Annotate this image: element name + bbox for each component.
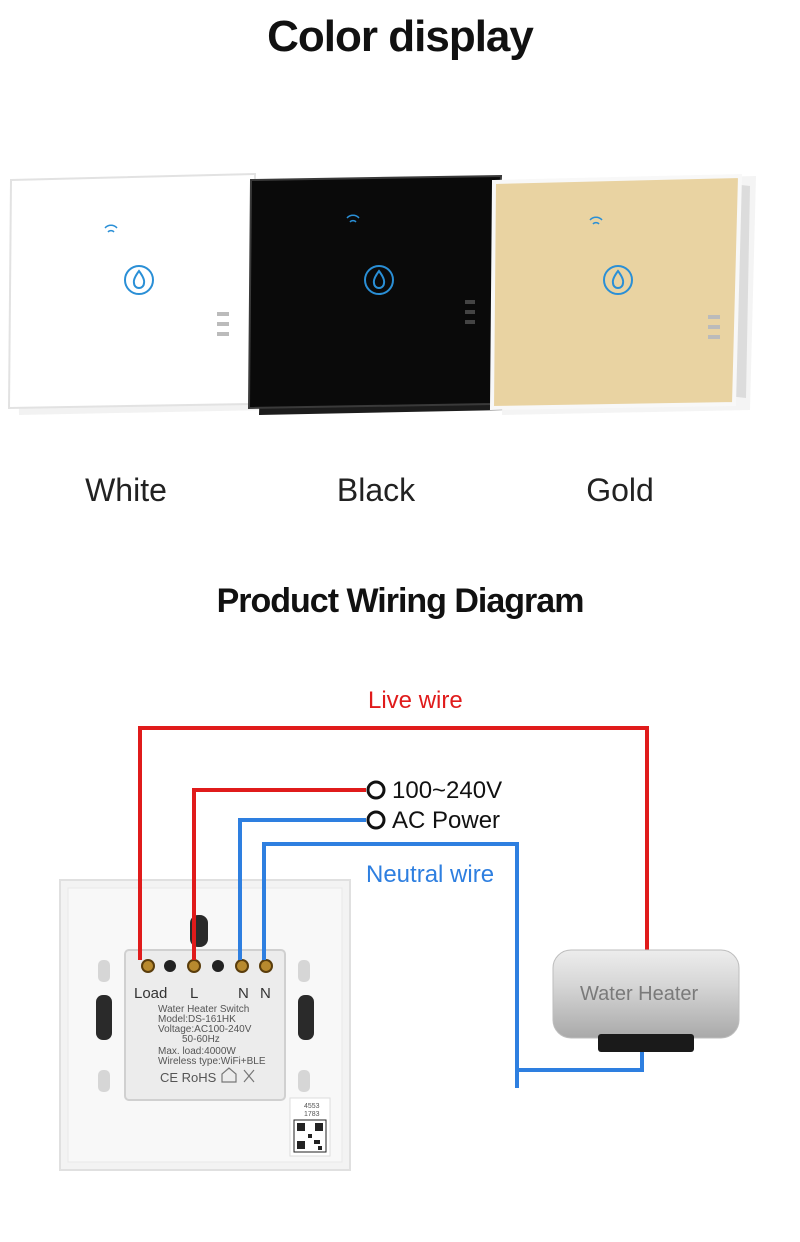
wiring-diagram-title: Product Wiring Diagram	[216, 582, 585, 620]
switch-module	[124, 949, 286, 1101]
power-type-label: AC Power	[392, 807, 500, 834]
power-terminal-neutral	[366, 810, 386, 830]
water-drop-button-icon	[364, 265, 394, 295]
variant-label-black: Black	[336, 472, 416, 508]
terminal-label-load: Load	[134, 985, 167, 1002]
neutral-wire-label: Neutral wire	[366, 861, 494, 888]
weee-bin-icon	[243, 1069, 255, 1083]
module-text-line4: 50-60Hz	[182, 1034, 220, 1045]
terminal-label-l: L	[190, 985, 198, 1002]
neutral-wire-n1-to-power	[238, 818, 366, 960]
switch-panel-white	[5, 170, 275, 430]
module-text-line2: Model:DS-161HK	[158, 1014, 236, 1025]
house-icon	[221, 1067, 237, 1083]
module-text-line1: Water Heater Switch	[158, 1004, 249, 1015]
live-wire-l-to-power	[192, 788, 366, 960]
variant-label-white: White	[85, 472, 167, 508]
color-display-title: Color display	[267, 12, 534, 61]
module-text-line3: Voltage:AC100-240V	[158, 1024, 252, 1035]
terminal-blank-1	[164, 960, 176, 972]
mounting-slot-left	[96, 995, 112, 1040]
live-wire-load-to-heater	[138, 726, 649, 960]
wifi-icon	[104, 224, 118, 233]
live-wire-label: Live wire	[368, 687, 463, 714]
qr-code-text-2: 1783	[304, 1111, 320, 1118]
water-heater-display	[598, 1034, 694, 1052]
terminal-blank-2	[212, 960, 224, 972]
qr-code-text-1: 4553	[304, 1103, 320, 1110]
terminal-n2	[259, 959, 273, 973]
qr-code-icon	[293, 1119, 327, 1153]
water-drop-button-icon	[124, 265, 154, 295]
module-marks: CE RoHS	[160, 1070, 217, 1085]
wifi-icon	[589, 216, 603, 225]
module-text-line5: Max. load:4000W	[158, 1046, 236, 1057]
terminal-load	[141, 959, 155, 973]
wifi-icon	[346, 214, 360, 223]
power-terminal-live	[366, 780, 386, 800]
terminal-n1	[235, 959, 249, 973]
neutral-wire-to-heater	[517, 1048, 644, 1072]
neutral-wire-n2	[262, 842, 519, 1088]
water-drop-button-icon	[603, 265, 633, 295]
module-text-line6: Wireless type:WiFi+BLE	[158, 1056, 266, 1067]
terminal-label-n1: N	[238, 985, 249, 1002]
terminal-label-n2: N	[260, 985, 271, 1002]
switch-panel-black	[245, 170, 515, 430]
power-voltage-label: 100~240V	[392, 777, 502, 804]
water-heater-label: Water Heater	[580, 983, 699, 1005]
switch-panel-gold	[488, 170, 758, 430]
terminal-l	[187, 959, 201, 973]
variant-label-gold: Gold	[586, 472, 654, 508]
mounting-slot-right	[298, 995, 314, 1040]
wiring-diagram: Load L N N Water Heater Switch Model:DS-…	[59, 687, 740, 1171]
